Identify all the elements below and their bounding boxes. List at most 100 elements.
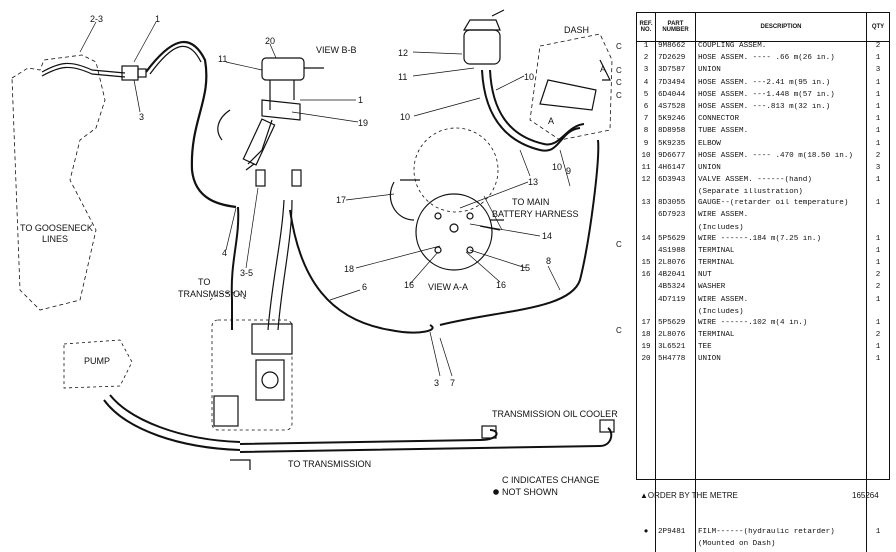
header-desc: DESCRIPTION xyxy=(695,13,867,42)
gauge-13-outline xyxy=(413,127,499,213)
cell-desc: HOSE ASSEM. ---- .470 m(18.50 in.) xyxy=(695,151,867,164)
parts-table-header: REF. NO. PART NUMBER DESCRIPTION QTY xyxy=(637,13,889,42)
ref-10a: 10 xyxy=(524,72,534,82)
cell-desc: ELBOW xyxy=(695,139,867,152)
cell-desc: GAUGE--(retarder oil temperature) xyxy=(695,199,867,212)
hose-4 xyxy=(145,40,237,209)
cell-qty: 1 xyxy=(875,54,881,63)
cell-qty xyxy=(867,308,890,319)
cell-ref: 10 xyxy=(637,151,656,164)
cell-part: 8D8958 xyxy=(655,127,696,140)
cell-part: 9D6677 xyxy=(655,151,696,164)
label-pump: PUMP xyxy=(84,356,110,366)
table-row: (Separate illustration) xyxy=(637,188,889,200)
oil-cooler-line xyxy=(239,429,498,445)
cell-ref: 7 xyxy=(637,115,656,128)
ref-16b: 16 xyxy=(404,280,414,290)
cell-qty: 2 xyxy=(875,271,881,280)
label-view-bb: VIEW B-B xyxy=(316,45,357,55)
label-transmission: TRANSMISSION xyxy=(178,289,247,299)
change-mark: C xyxy=(616,91,622,100)
cell-qty: 1 xyxy=(875,102,881,111)
label-battery-harness: BATTERY HARNESS xyxy=(492,209,579,219)
cell-ref: 2 xyxy=(637,54,656,67)
ref-10b: 10 xyxy=(400,112,410,122)
cell-qty: 3 xyxy=(875,163,881,172)
cell-part: 4D7119 xyxy=(655,295,696,308)
ref-2-3: 2-3 xyxy=(90,14,103,24)
cell-ref: 9 xyxy=(637,139,656,152)
cell-ref xyxy=(637,283,656,296)
cell-desc: UNION xyxy=(695,66,867,79)
cell-desc: TEE xyxy=(695,343,867,356)
cell-ref xyxy=(637,188,656,200)
change-mark: C xyxy=(616,78,622,87)
cell-desc: (Separate illustration) xyxy=(695,188,867,200)
cell-desc: WIRE ------.184 m(7.25 in.) xyxy=(695,234,867,247)
label-to-transmission-bottom: TO TRANSMISSION xyxy=(288,459,371,469)
cell-ref: 17 xyxy=(637,318,656,331)
footer-order-note: ▲ORDER BY THE METRE xyxy=(640,491,738,500)
cell-part: 5P5629 xyxy=(655,234,696,247)
cell-qty: 1 xyxy=(875,115,881,124)
valve-12 xyxy=(463,29,501,65)
change-mark: C xyxy=(616,66,622,75)
cell-ref: 5 xyxy=(637,90,656,103)
cell-part: 7D2629 xyxy=(655,54,696,67)
ref-18: 18 xyxy=(344,264,354,274)
ref-15: 15 xyxy=(520,263,530,273)
cell-part xyxy=(655,188,696,200)
header-ref: REF. NO. xyxy=(637,13,656,42)
cell-qty: 1 xyxy=(875,127,881,136)
cell-part: 2L8076 xyxy=(655,259,696,272)
ref-3b: 3 xyxy=(434,378,439,388)
view-bb-valve xyxy=(261,57,305,81)
cell-qty: 1 xyxy=(875,246,881,255)
cell-qty xyxy=(867,211,890,223)
cell-ref: ● xyxy=(637,527,656,540)
cell-part: 5K9246 xyxy=(655,115,696,128)
table-row-film-note: (Mounted on Dash) xyxy=(637,539,889,552)
cell-ref: 18 xyxy=(637,330,656,344)
ref-14: 14 xyxy=(542,231,552,241)
cell-ref: 6 xyxy=(637,102,656,116)
cell-qty: 2 xyxy=(875,151,881,160)
cell-part: 6D4044 xyxy=(655,90,696,103)
table-row: (Includes) xyxy=(637,223,889,235)
ref-11a: 11 xyxy=(218,54,227,64)
cell-desc: TERMINAL xyxy=(695,259,867,272)
cell-ref xyxy=(637,307,656,319)
cell-desc: CONNECTOR xyxy=(695,115,867,128)
label-c-indicates: C INDICATES CHANGE xyxy=(502,475,599,485)
cell-desc: TERMINAL xyxy=(695,246,867,259)
ref-10c: 10 xyxy=(552,162,562,172)
hose-to-transmission xyxy=(230,206,240,330)
cell-desc: (Includes) xyxy=(695,223,867,235)
cell-part: 3D7587 xyxy=(655,66,696,79)
change-mark: C xyxy=(616,326,622,335)
cell-part xyxy=(655,223,696,235)
cell-ref: 14 xyxy=(637,234,656,247)
ref-8: 8 xyxy=(546,256,551,266)
cell-ref: 11 xyxy=(637,163,656,177)
cell-qty: 1 xyxy=(875,78,881,87)
cell-desc: FILM------(hydraulic retarder) xyxy=(695,527,867,540)
cell-part: 3L6521 xyxy=(655,343,696,356)
cell-desc: HOSE ASSEM. ---.813 m(32 in.) xyxy=(695,102,867,116)
ref-6: 6 xyxy=(362,282,367,292)
gooseneck-outline xyxy=(11,54,106,311)
cell-ref: 16 xyxy=(637,271,656,284)
label-dash: DASH xyxy=(564,25,589,35)
cell-qty: 3 xyxy=(875,66,881,75)
label-to: TO xyxy=(198,277,210,287)
cell-part: 5H4778 xyxy=(655,355,696,368)
